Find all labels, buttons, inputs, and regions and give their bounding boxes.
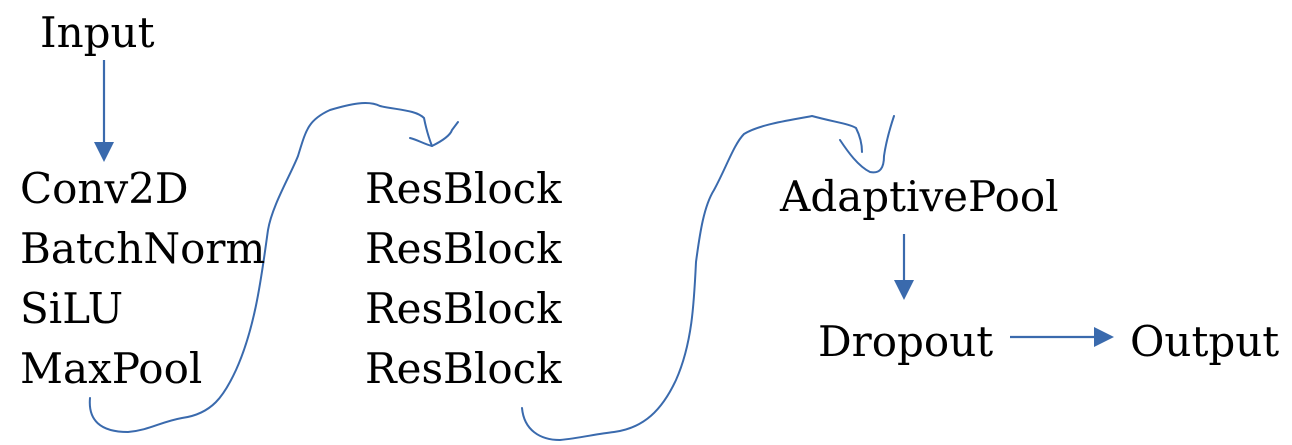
arrow-pool-to-dropout-head	[894, 280, 914, 300]
resblock-4: ResBlock	[365, 344, 562, 393]
stem-item-silu: SiLU	[20, 284, 124, 333]
resblock-3: ResBlock	[365, 284, 562, 333]
curve-stem-to-blocks	[88, 102, 433, 433]
resblock-1: ResBlock	[365, 164, 562, 213]
output-label: Output	[1130, 317, 1280, 366]
arrow-input-to-stem-head	[94, 142, 114, 162]
adaptive-pool-label: AdaptivePool	[780, 172, 1059, 221]
input-label: Input	[40, 8, 155, 57]
curve-blocks-to-pool-hook	[839, 115, 895, 174]
dropout-label: Dropout	[818, 317, 994, 366]
curve-stem-to-blocks-hook	[409, 121, 459, 147]
stem-item-maxpool: MaxPool	[20, 344, 203, 393]
stem-item-batchnorm: BatchNorm	[20, 224, 266, 273]
arrow-dropout-to-output-head	[1094, 327, 1114, 347]
stem-item-conv2d: Conv2D	[20, 164, 189, 213]
resblock-2: ResBlock	[365, 224, 562, 273]
curve-blocks-to-pool	[521, 115, 863, 441]
